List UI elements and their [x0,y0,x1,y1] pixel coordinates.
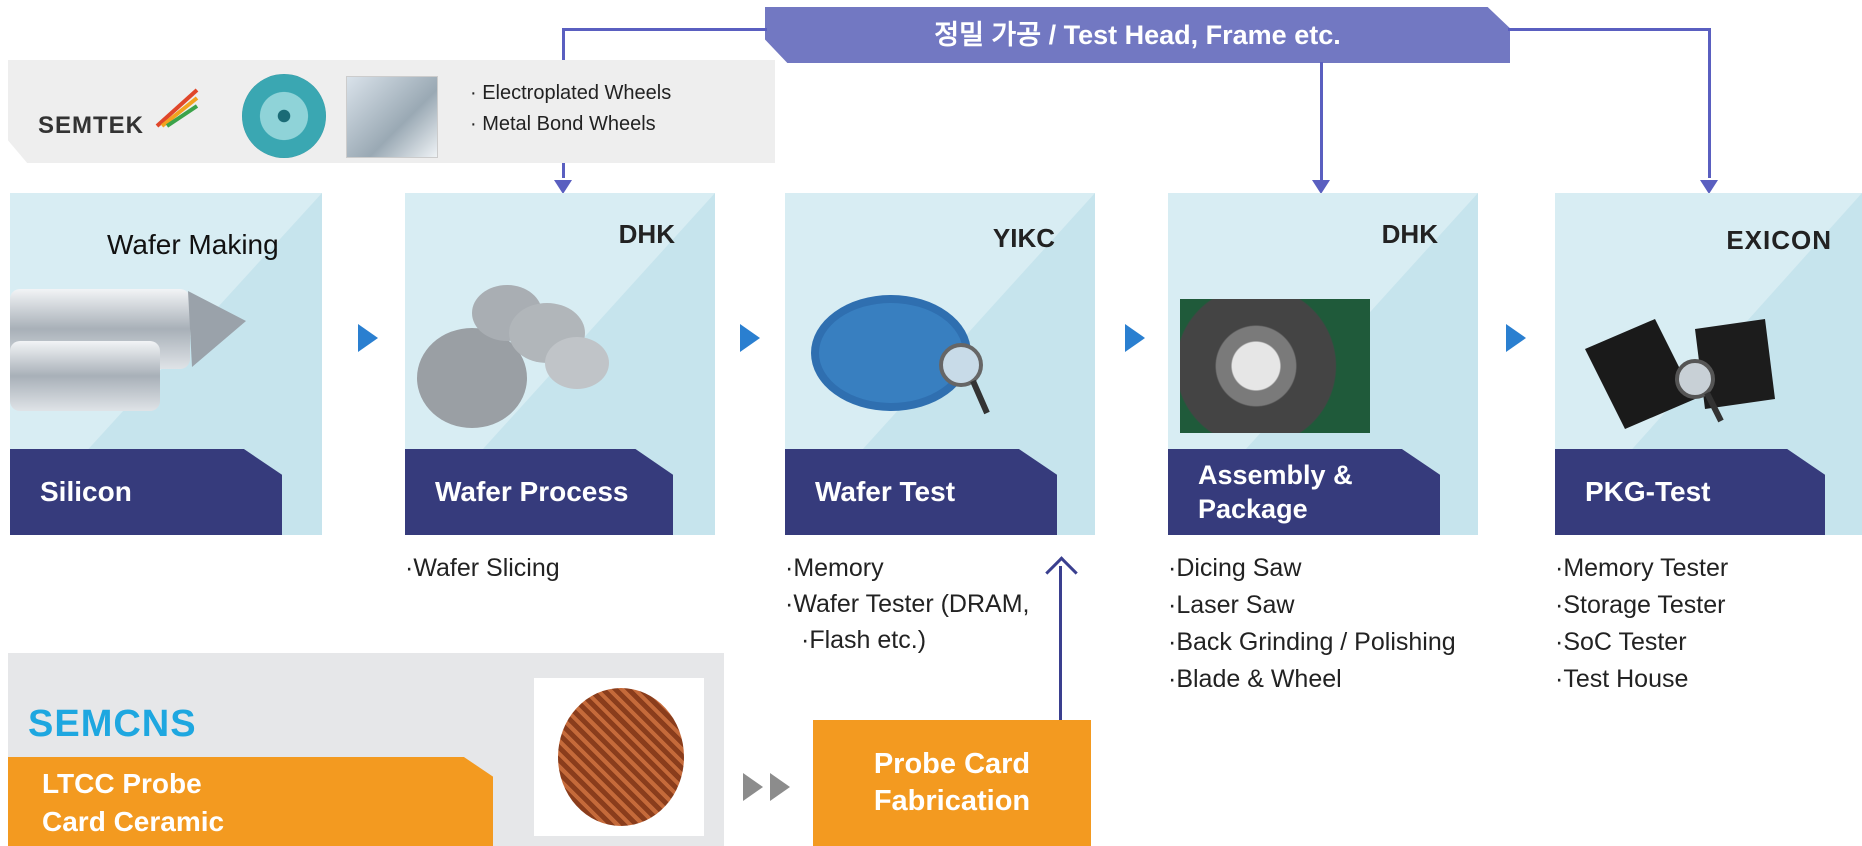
arrow-down-pkg-test [1700,180,1718,194]
semtek-logo: SEMTEK [38,112,145,139]
connector-right-horizontal [1508,28,1710,31]
stage-card-assembly-package: DHK Assembly & Package [1168,193,1478,535]
yikc-logo: YIKC [992,223,1055,253]
silicon-ingot-image [10,289,246,411]
arrow-down-assembly [1312,180,1330,194]
exicon-logo: EXICON [1726,225,1832,255]
assembly-bullets: Dicing Saw Laser Saw Back Grinding / Pol… [1168,550,1456,698]
arrow-up-icon [1045,556,1078,589]
pkg-test-bullets: Memory Tester Storage Tester SoC Tester … [1555,550,1728,698]
top-banner [765,7,1510,63]
stage-label-line1: Assembly & [1198,460,1353,490]
bullet-item: Memory Tester [1555,550,1728,587]
bullet-item: Wafer Slicing [405,550,559,587]
probe-card-line2: Fabrication [873,785,1031,817]
stage-label-line2: Package [1198,494,1308,524]
gray-arrow-icon [743,773,763,801]
stage-card-wafer-process: DHK Wafer Process [405,193,715,535]
connector-mid-vertical [1320,62,1323,180]
stage-label-pkg-test: PKG-Test [1555,449,1825,535]
ltcc-ceramic-image [558,688,684,826]
stage-label-silicon: Silicon [10,449,282,535]
probe-connector-vertical [1059,566,1062,720]
bullet-item: Wafer Tester (DRAM, [785,586,1029,622]
arrow-down-wafer-process [554,180,572,194]
semtek-product-item: · Metal Bond Wheels [470,113,656,135]
probe-card-box: Probe Card Fabrication [813,720,1091,846]
bullet-item: Blade & Wheel [1168,661,1456,698]
dicing-saw-image [1180,299,1370,433]
flow-arrow-icon [1125,324,1145,352]
semtek-logo-mark-icon [155,88,199,128]
bullet-item: Memory [785,550,1029,586]
stage-label-assembly-package: Assembly & Package [1168,449,1440,535]
semcns-logo: SEMCNS [28,703,197,745]
flow-arrow-icon [740,324,760,352]
plating-machine-image [346,76,438,158]
stage-label-wafer-process: Wafer Process [405,449,673,535]
bullet-item: Test House [1555,661,1728,698]
flow-arrow-icon [1506,324,1526,352]
bullet-item-continuation: Flash etc.) [785,622,1029,658]
stage-card-wafer-test: YIKC Wafer Test [785,193,1095,535]
bullet-item: Dicing Saw [1168,550,1456,587]
flow-arrow-icon [358,324,378,352]
gray-arrow-icon [770,773,790,801]
banner-text: 정밀 가공 / Test Head, Frame etc. [934,20,1341,50]
wafer-magnifier-image [811,295,990,415]
stage-card-pkg-test: EXICON PKG-Test [1555,193,1862,535]
bullet-item: Laser Saw [1168,587,1456,624]
ltcc-label-line1: LTCC Probe [42,768,202,799]
bullet-item: Back Grinding / Polishing [1168,624,1455,661]
ltcc-label-line2: Card Ceramic [42,806,225,837]
semtek-product-list: · Electroplated Wheels · Metal Bond Whee… [470,78,671,140]
dhk-logo: DHK [1381,219,1438,249]
wafer-discs-image [417,285,609,428]
stage-label-wafer-test: Wafer Test [785,449,1057,535]
grinding-wheel-image [242,74,326,158]
semtek-product-item: · Electroplated Wheels [470,82,672,104]
wafer-test-bullets: Memory Wafer Tester (DRAM, Flash etc.) [785,550,1029,658]
wafer-process-bullets: Wafer Slicing [405,550,559,587]
dhk-logo: DHK [618,219,675,249]
probe-card-line1: Probe Card [873,748,1031,780]
stage-card-silicon: Silicon [10,193,322,535]
ltcc-label: LTCC Probe Card Ceramic [8,757,493,846]
bullet-item: SoC Tester [1555,624,1728,661]
connector-right-vertical [1708,28,1711,178]
bullet-item: Storage Tester [1555,587,1728,624]
memory-chips-image [1585,319,1775,429]
stage-title-wafer-making: Wafer Making [107,229,279,260]
connector-left-horizontal [562,28,767,31]
